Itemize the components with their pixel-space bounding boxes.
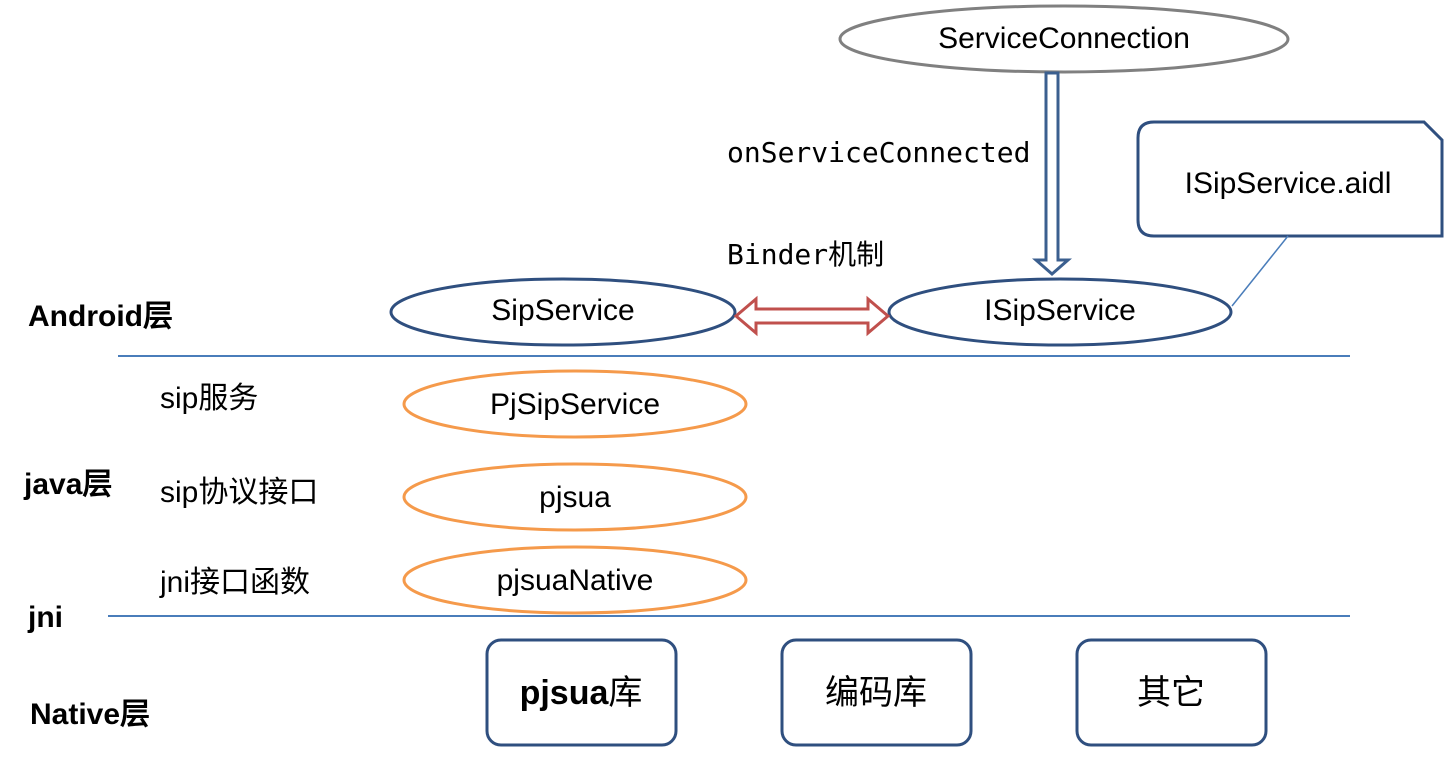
sip-service-row-label: sip服务	[160, 382, 259, 415]
sip-protocol-row-label: sip协议接口	[160, 476, 319, 509]
isip-service-node	[887, 277, 1233, 347]
codec-lib-label: 编码库	[825, 674, 927, 712]
other-label: 其它	[1137, 674, 1205, 712]
sip-service-label: SipService	[491, 294, 635, 327]
aidl-callout	[1136, 120, 1444, 307]
native-layer-label: Native层	[30, 698, 151, 731]
pjsua-lib-name: pjsua	[519, 674, 609, 712]
on-service-connected-label: onServiceConnected	[727, 136, 1031, 169]
pjsua-lib-label: pjsua库	[520, 676, 643, 710]
codec-lib-box	[780, 638, 973, 747]
pjsua-lib-suffix: 库	[608, 674, 643, 712]
pjsua-lib-box	[485, 638, 678, 747]
android-layer-label: Android层	[28, 300, 173, 333]
isip-service-label: ISipService	[984, 294, 1136, 327]
pj-sip-service-label: PjSipService	[489, 388, 661, 421]
binder-arrow	[733, 295, 891, 337]
jni-layer-label: jni	[28, 601, 63, 634]
pjsua-label: pjsua	[539, 481, 611, 514]
service-connection-node	[838, 4, 1290, 74]
on-service-connected-arrow	[1032, 71, 1072, 276]
pj-sip-service-node	[402, 369, 748, 439]
aidl-callout-text: ISipService.aidl	[1184, 167, 1392, 200]
jni-functions-row-label: jni接口函数	[160, 566, 311, 599]
binder-label: Binder机制	[727, 238, 885, 271]
service-connection-label: ServiceConnection	[938, 22, 1190, 55]
pjsua-native-node	[402, 545, 748, 615]
pjsua-node	[402, 462, 748, 532]
pjsua-native-label: pjsuaNative	[496, 564, 654, 597]
sip-service-node	[389, 277, 737, 347]
java-layer-label: java层	[24, 468, 113, 501]
other-box	[1075, 638, 1268, 747]
